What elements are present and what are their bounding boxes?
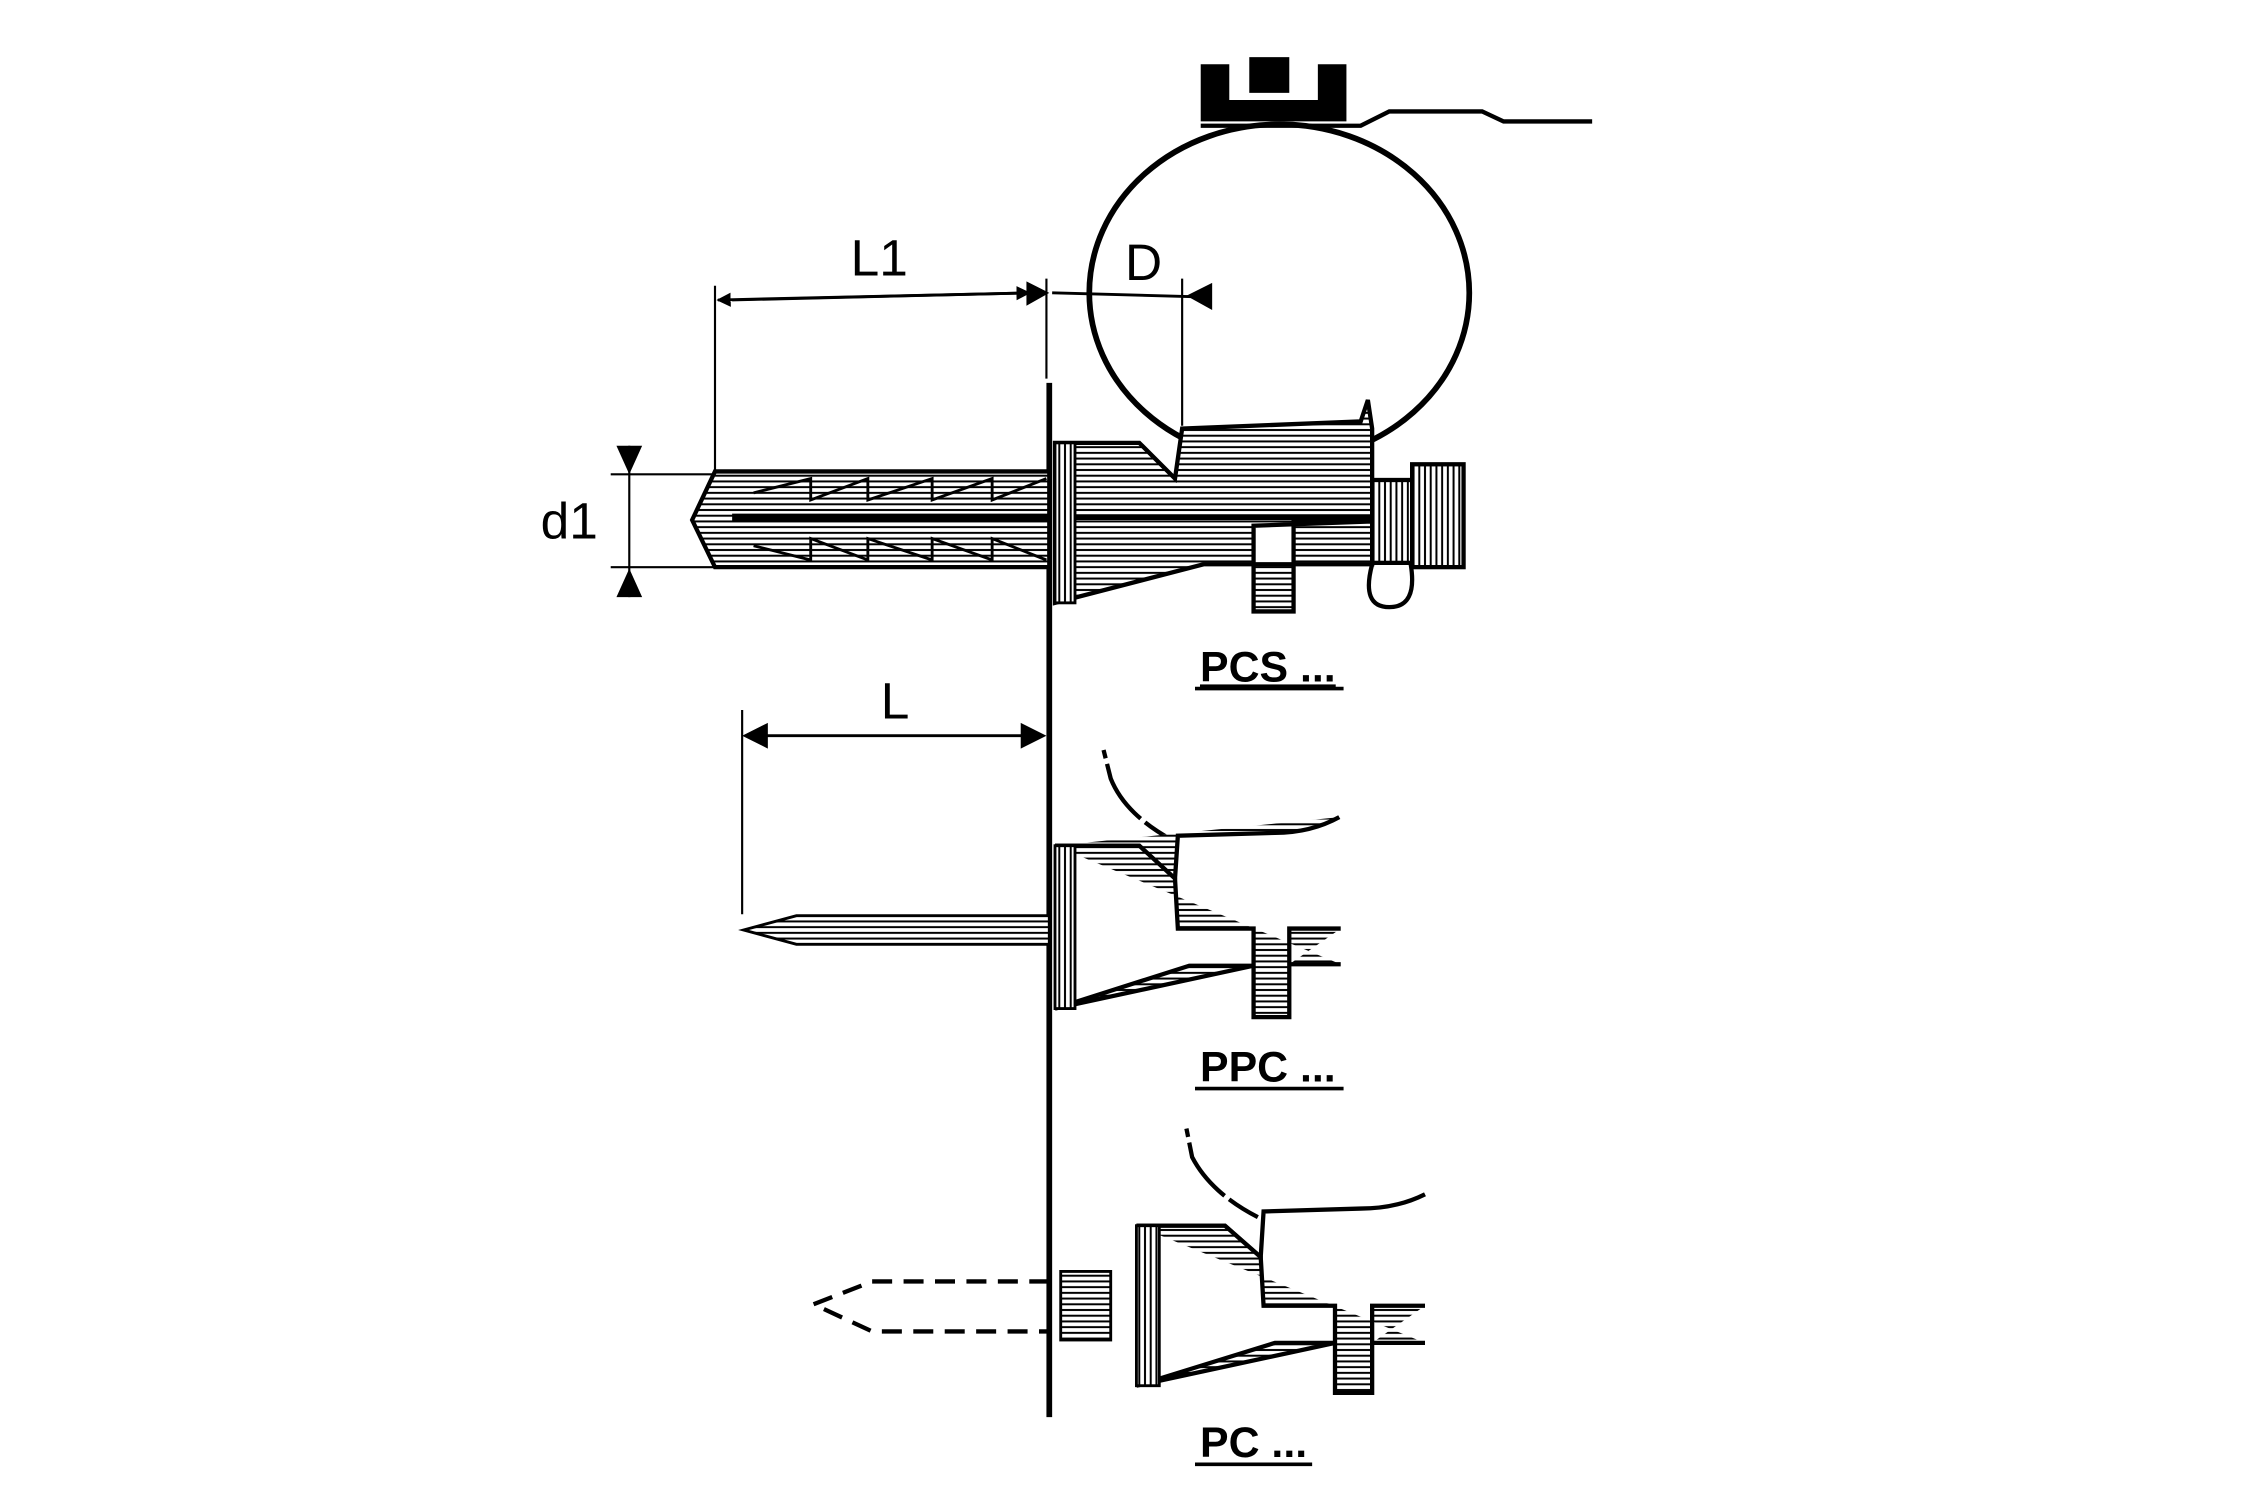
variant-label-ppc: PPC ...: [1200, 1043, 1336, 1091]
pipe-with-clamp: [1086, 57, 1593, 465]
pc-assembly: [808, 1128, 1426, 1395]
variant-label-pc: PC ...: [1200, 1419, 1307, 1467]
dimension-label-L: L: [881, 672, 910, 730]
dimension-L: L: [741, 672, 1047, 915]
variant-label-pcs: PCS ...: [1200, 643, 1336, 691]
dimension-label-d1: d1: [541, 492, 598, 550]
ppc-assembly: [738, 749, 1341, 1020]
dimension-D: D: [1026, 233, 1213, 426]
pcs-assembly: [689, 399, 1466, 614]
dimension-L1: L1: [713, 229, 1048, 472]
dimension-label-L1: L1: [851, 229, 908, 287]
dimension-label-D: D: [1125, 233, 1162, 291]
dimension-d1: d1: [541, 445, 715, 598]
